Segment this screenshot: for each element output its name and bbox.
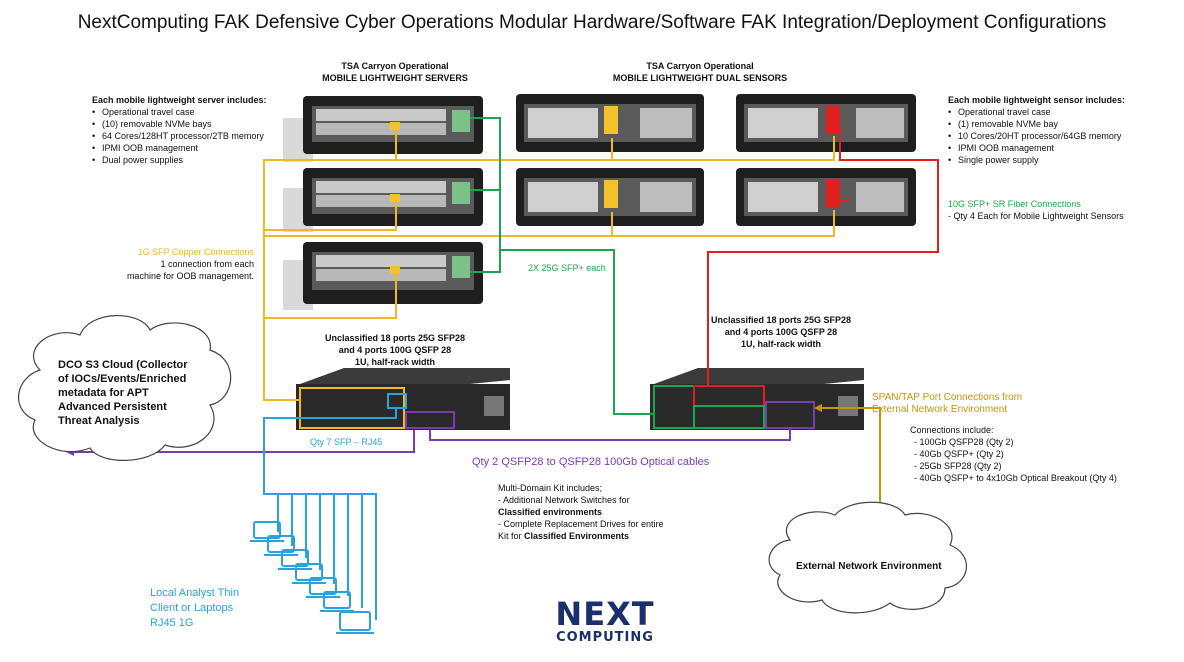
span-line1: SPAN/TAP Port Connections from xyxy=(872,392,1023,403)
servers-group-label: TSA Carryon Operational MOBILE LIGHTWEIG… xyxy=(320,60,470,84)
list-item: - 40Gb QSFP+ (Qty 2) xyxy=(914,449,1004,459)
switch-right-line3: 1U, half-rack width xyxy=(740,339,821,349)
multi-domain-l5b: Classified Environments xyxy=(524,531,630,541)
switch-right-label: Unclassified 18 ports 25G SFP28 and 4 po… xyxy=(696,314,866,350)
fiber-connections xyxy=(707,128,939,386)
cloud-external xyxy=(768,501,967,614)
list-item: - 100Gb QSFP28 (Qty 2) xyxy=(914,437,1014,447)
cloud-line3: metadata for APT xyxy=(58,387,149,399)
sensor-case-2 xyxy=(736,94,916,152)
switch-left xyxy=(296,368,510,430)
copper-line3: machine for OOB management. xyxy=(126,271,254,281)
list-item: Operational travel case xyxy=(948,106,1125,118)
server-case-2 xyxy=(283,168,483,232)
multi-domain-l4: - Complete Replacement Drives for entire xyxy=(498,519,664,529)
qsfp-cables-label: Qty 2 QSFP28 to QSFP28 100Gb Optical cab… xyxy=(472,456,710,468)
span-line2: External Network Environment xyxy=(872,404,1008,415)
analyst-label: Local Analyst Thin Client or Laptops RJ4… xyxy=(150,586,239,631)
connections-list: - 100Gb QSFP28 (Qty 2) - 40Gb QSFP+ (Qty … xyxy=(910,436,1117,484)
sensor-case-3 xyxy=(516,168,704,226)
analyst-line1: Local Analyst Thin xyxy=(150,587,240,599)
list-item: IPMI OOB management xyxy=(948,142,1125,154)
sensor-features: Each mobile lightweight sensor includes:… xyxy=(948,94,1125,166)
logo-computing: COMPUTING xyxy=(556,630,654,645)
switch-left-line3: 1U, half-rack width xyxy=(354,357,435,367)
copper-note: 1G SFP Copper Connections 1 connection f… xyxy=(110,246,254,282)
cloud-external-label: External Network Environment xyxy=(796,561,942,572)
multi-domain-l3: Classified environments xyxy=(498,507,603,517)
list-item: Operational travel case xyxy=(92,106,267,118)
switch-right xyxy=(650,368,864,430)
sensor-features-list: Operational travel case(1) removable NVM… xyxy=(948,106,1125,166)
list-item: 64 Cores/128HT processor/2TB memory xyxy=(92,130,267,142)
connections-heading: Connections include: xyxy=(910,425,994,435)
switch-right-line1: Unclassified 18 ports 25G SFP28 xyxy=(710,315,852,325)
page-title: NextComputing FAK Defensive Cyber Operat… xyxy=(77,12,1107,33)
list-item: IPMI OOB management xyxy=(92,142,267,154)
sfp25-connections xyxy=(470,117,654,415)
fiber-note: 10G SFP+ SR Fiber Connections - Qty 4 Ea… xyxy=(948,198,1124,222)
cloud-dco xyxy=(18,315,232,461)
servers-group-line1: TSA Carryon Operational xyxy=(341,61,449,71)
switch-left-line2: and 4 ports 100G QSFP 28 xyxy=(338,345,452,355)
rj45-connections xyxy=(263,408,397,620)
span-label: SPAN/TAP Port Connections from External … xyxy=(872,392,1022,416)
list-item: 10 Cores/20HT processor/64GB memory xyxy=(948,130,1125,142)
logo-next: NEXT xyxy=(555,595,655,633)
sensor-case-1 xyxy=(516,94,704,152)
server-features: Each mobile lightweight server includes:… xyxy=(92,94,267,166)
fiber-label: 10G SFP+ SR Fiber Connections xyxy=(948,199,1081,209)
multi-domain-l5a: Kit for xyxy=(498,531,525,541)
multi-domain-note: Multi-Domain Kit includes; - Additional … xyxy=(498,482,664,542)
list-item: - 40Gb QSFP+ to 4x10Gb Optical Breakout … xyxy=(914,473,1117,483)
sensors-group-line1: TSA Carryon Operational xyxy=(646,61,754,71)
server-case-3 xyxy=(283,242,483,310)
server-features-heading: Each mobile lightweight server includes: xyxy=(92,95,267,105)
cloud-line1: DCO S3 Cloud (Collector xyxy=(58,359,188,371)
cloud-line2: of IOCs/Events/Enriched xyxy=(58,373,187,385)
sensor-case-4 xyxy=(736,168,916,226)
span-connection xyxy=(814,404,881,520)
server-case-1 xyxy=(283,96,483,162)
list-item: (1) removable NVMe bay xyxy=(948,118,1125,130)
sfp25-label: 2X 25G SFP+ each xyxy=(528,263,606,273)
cloud-line5: Threat Analysis xyxy=(58,415,140,427)
sensor-features-heading: Each mobile lightweight sensor includes: xyxy=(948,95,1126,105)
list-item: Single power supply xyxy=(948,154,1125,166)
sensors-group-line2: MOBILE LIGHTWEIGHT DUAL SENSORS xyxy=(612,73,788,83)
list-item: Dual power supplies xyxy=(92,154,267,166)
multi-domain-l2: - Additional Network Switches for xyxy=(498,495,630,505)
sfp-rj45-label: Qty 7 SFP – RJ45 xyxy=(310,437,383,447)
analyst-line2: Client or Laptops xyxy=(150,602,234,614)
cloud-dco-label: DCO S3 Cloud (Collector of IOCs/Events/E… xyxy=(58,358,188,428)
copper-label: 1G SFP Copper Connections xyxy=(137,247,254,257)
multi-domain-l5: Kit for Classified Environments xyxy=(498,530,664,542)
cloud-line4: Advanced Persistent xyxy=(58,401,167,413)
copper-line2: 1 connection from each xyxy=(160,259,254,269)
switch-left-label: Unclassified 18 ports 25G SFP28 and 4 po… xyxy=(310,332,480,368)
connections-note: Connections include: - 100Gb QSFP28 (Qty… xyxy=(910,424,1117,484)
laptop-stack xyxy=(250,521,374,634)
list-item: (10) removable NVMe bays xyxy=(92,118,267,130)
switch-left-line1: Unclassified 18 ports 25G SFP28 xyxy=(324,333,466,343)
fiber-detail: - Qty 4 Each for Mobile Lightweight Sens… xyxy=(948,211,1124,221)
switch-right-line2: and 4 ports 100G QSFP 28 xyxy=(724,327,838,337)
servers-group-line2: MOBILE LIGHTWEIGHT SERVERS xyxy=(322,73,468,83)
multi-domain-l1: Multi-Domain Kit includes; xyxy=(498,483,603,493)
list-item: - 25Gb SFP28 (Qty 2) xyxy=(914,461,1002,471)
server-features-list: Operational travel case(10) removable NV… xyxy=(92,106,267,166)
analyst-line3: RJ45 1G xyxy=(150,617,194,629)
sensors-group-label: TSA Carryon Operational MOBILE LIGHTWEIG… xyxy=(600,60,800,84)
nextcomputing-logo: NEXT COMPUTING xyxy=(538,598,672,646)
